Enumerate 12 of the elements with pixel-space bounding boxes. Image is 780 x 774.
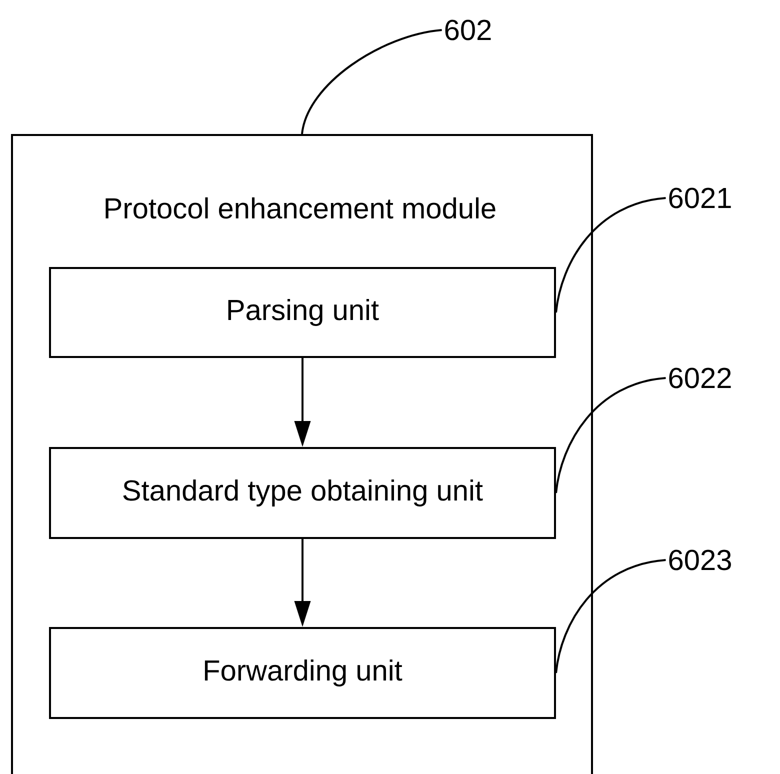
leader-line [555, 559, 666, 674]
unit-box: Standard type obtaining unit [49, 447, 556, 539]
unit-box: Forwarding unit [49, 627, 556, 719]
leader-line [555, 377, 666, 494]
module-heading: Protocol enhancement module [106, 197, 496, 219]
callout-number: 6022 [669, 368, 731, 388]
callout-number: 602 [445, 20, 491, 40]
callout-number: 6021 [669, 188, 731, 208]
callout-number: 6023 [669, 550, 731, 570]
unit-box: Parsing unit [49, 267, 556, 358]
leader-line [555, 197, 666, 313]
leader-line [301, 29, 442, 134]
